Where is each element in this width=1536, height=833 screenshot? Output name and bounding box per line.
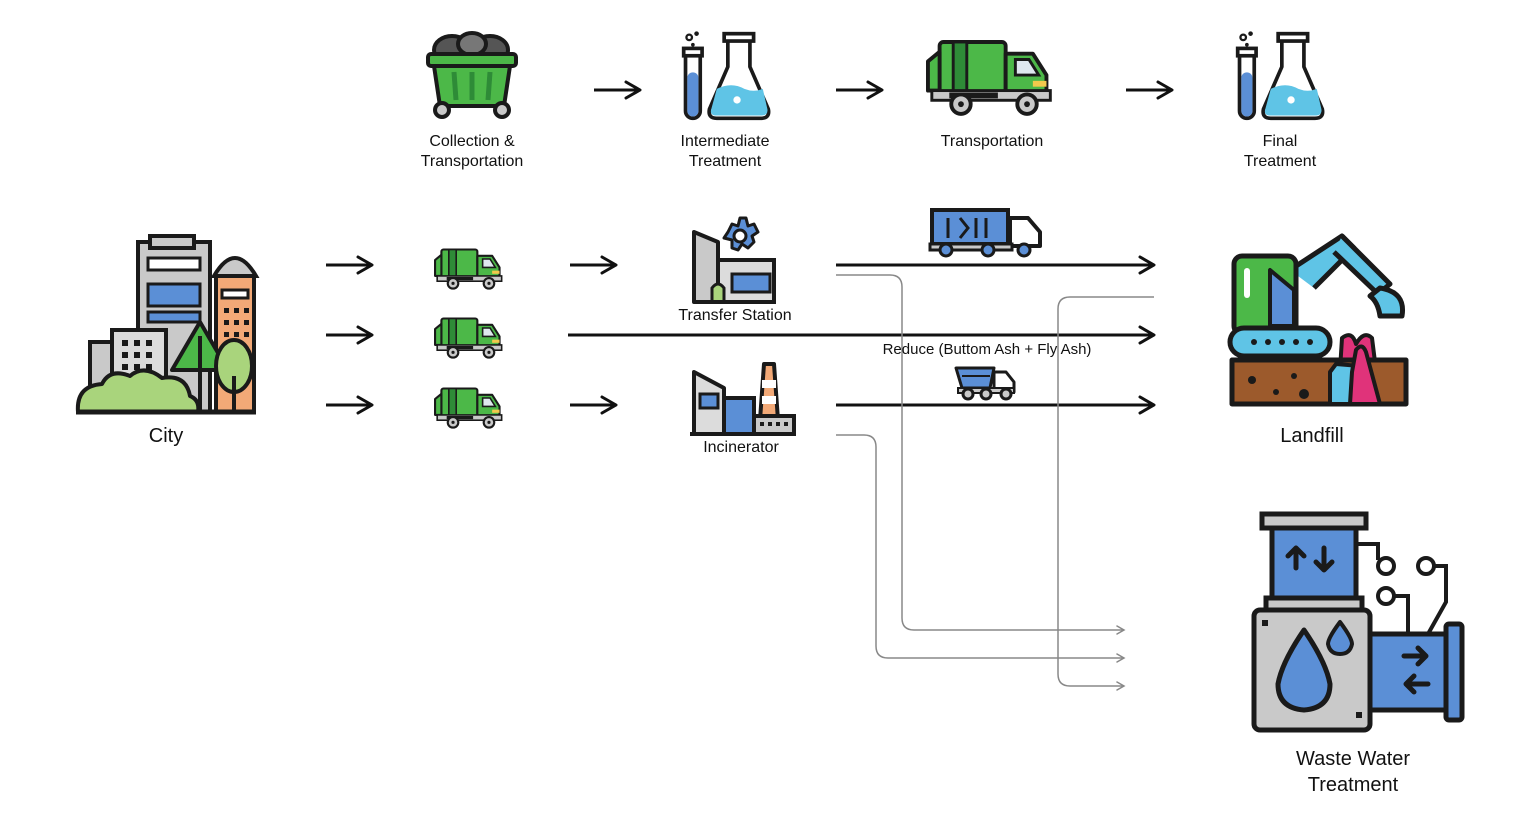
garbage-truck-icon [434,317,503,359]
landfill-excavator-icon [1227,233,1409,407]
step-final-line1: Final [1262,133,1298,150]
leachate-route-transfer [836,274,1126,635]
incinerator-icon [690,362,796,436]
leachate-route-landfill [1057,296,1154,691]
step-transportation-line1: Transportation [940,133,1044,150]
garbage-truck-icon [434,248,503,290]
dumpster-icon [426,31,518,119]
city-label: City [148,425,184,447]
incinerator-label: Incinerator [703,439,779,456]
step-intermediate-line2: Treatment [688,153,762,170]
dump-truck-icon [954,366,1016,401]
landfill-label: Landfill [1280,425,1344,447]
garbage-truck-icon [434,387,503,429]
step-transportation-label: Transportation [922,132,1062,152]
container-truck-icon [928,208,1042,258]
step-collection-line2: Transportation [420,153,524,170]
waste-water-label: Waste Water Treatment [1264,746,1442,798]
step-final-label: Final Treatment [1210,132,1350,172]
step-final-line2: Treatment [1243,153,1317,170]
lab-flask-icon [1235,30,1325,121]
step-collection-line1: Collection & [429,133,515,150]
garbage-truck-icon [928,42,1050,114]
lab-flask-icon [681,30,771,121]
waste-water-line1: Waste Water [1295,748,1411,770]
leachate-route-incinerator [836,434,1126,663]
water-treatment-icon [1251,511,1465,733]
step-collection-label: Collection & Transportation [402,132,542,172]
transfer-station-label: Transfer Station [678,307,792,324]
transfer-station-icon [692,216,776,304]
step-intermediate-line1: Intermediate [680,133,770,150]
reduce-ash-label: Reduce (Buttom Ash + Fly Ash) [882,341,1092,358]
city-icon [75,234,260,415]
waste-water-line2: Treatment [1307,774,1399,796]
step-intermediate-label: Intermediate Treatment [655,132,795,172]
